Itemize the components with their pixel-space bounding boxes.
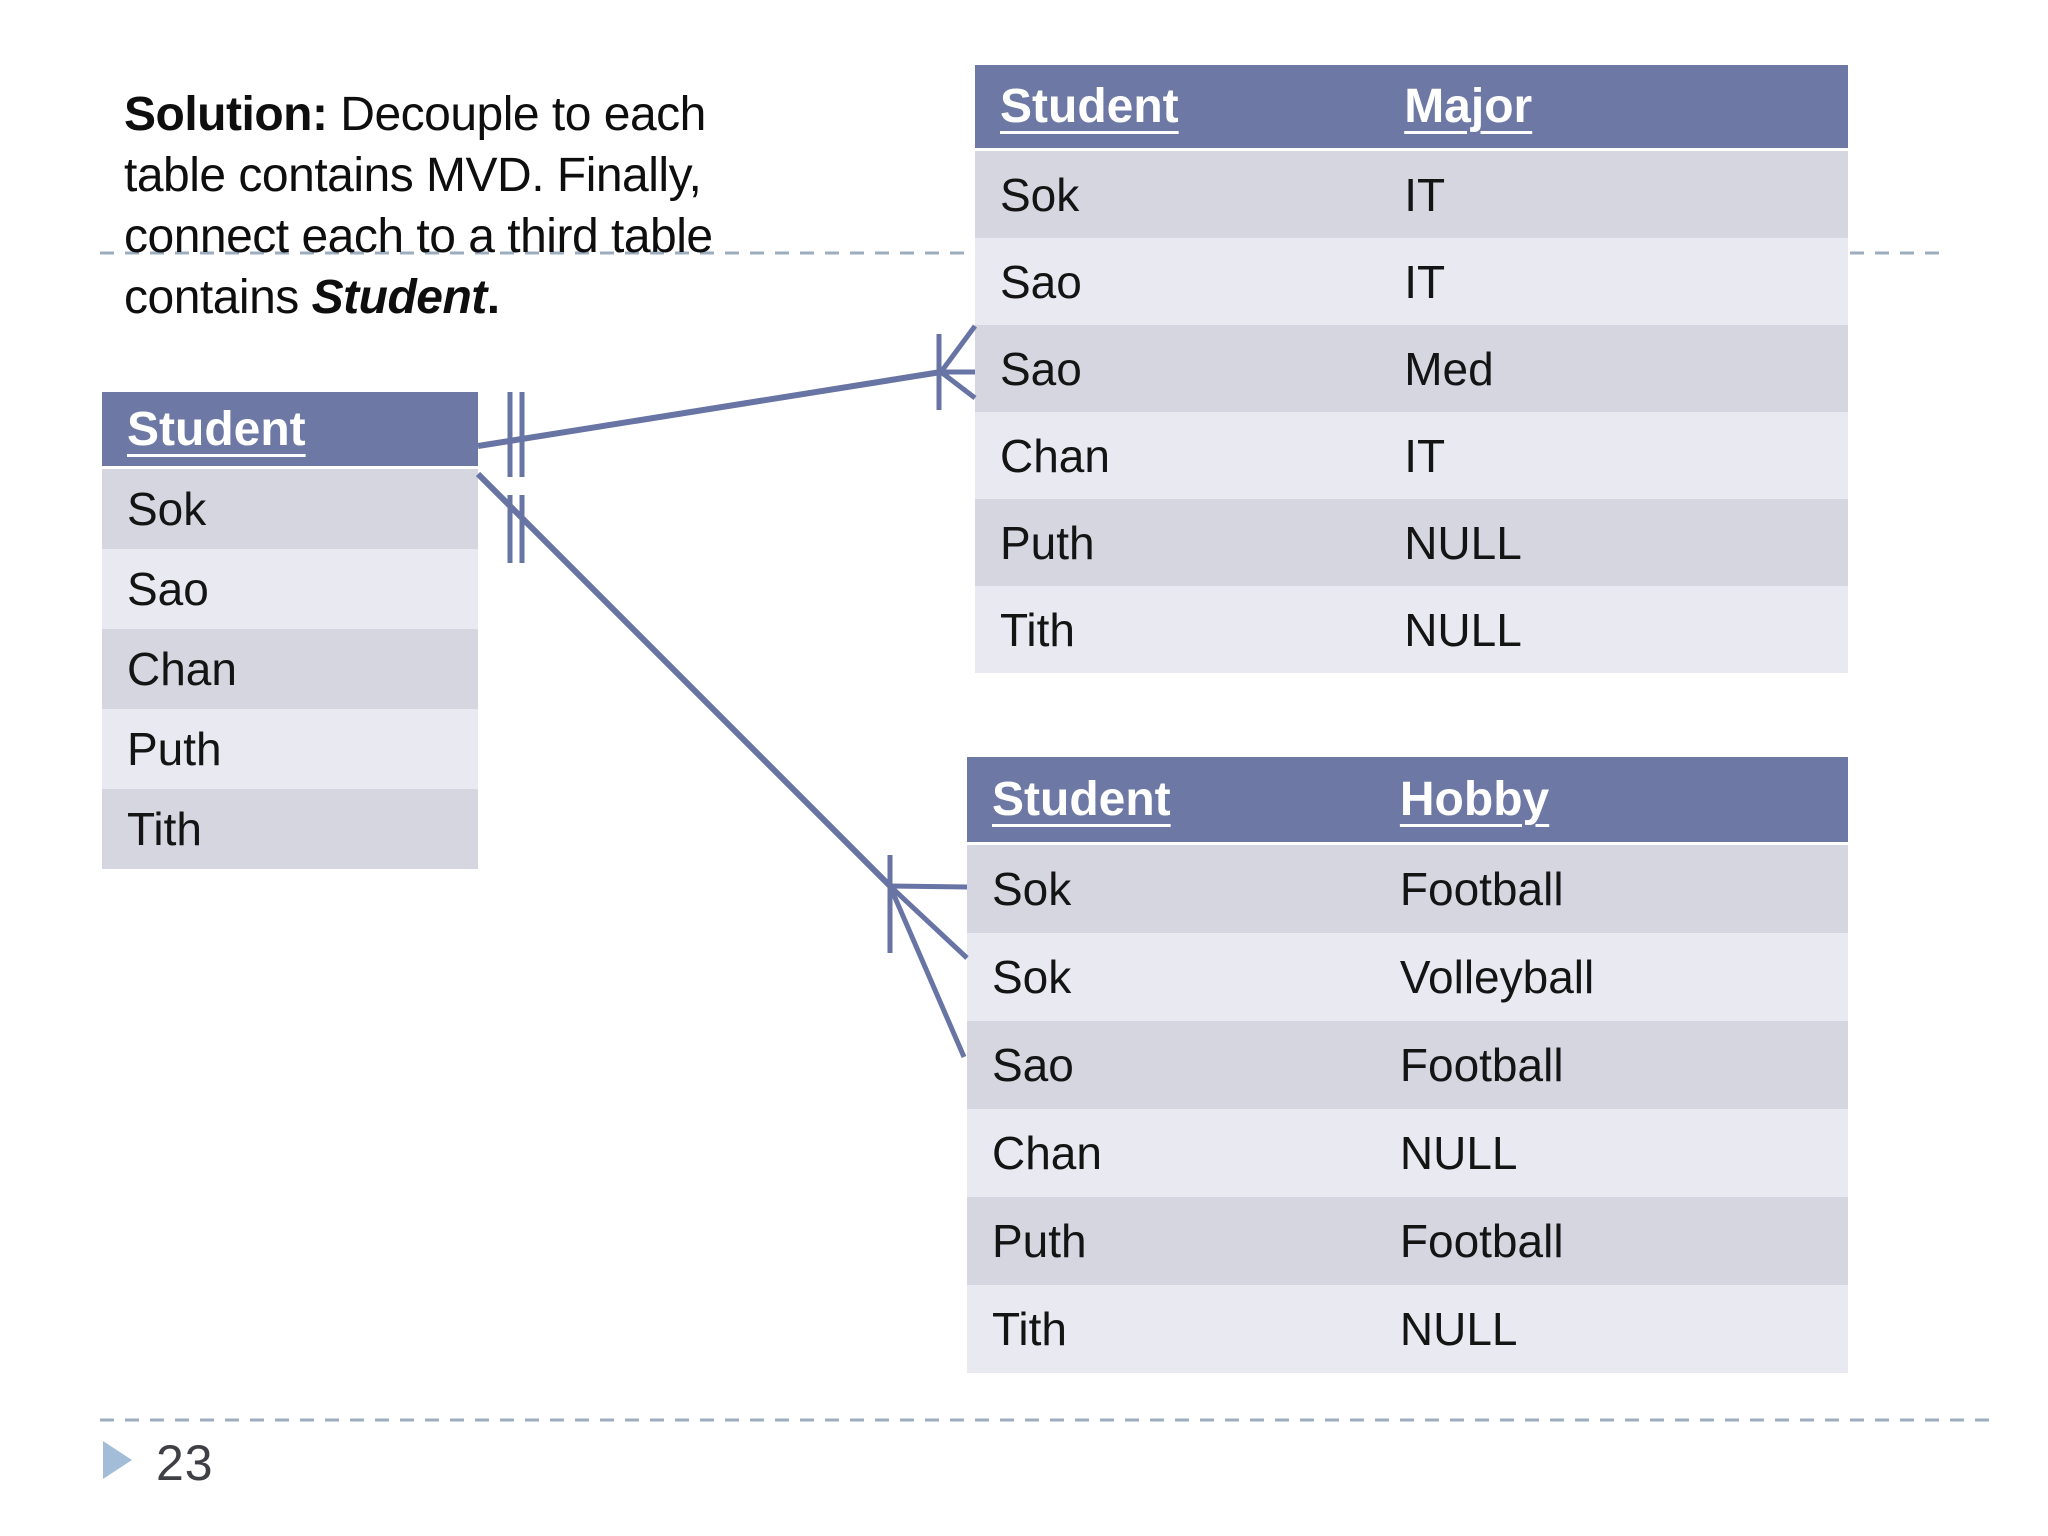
solution-text-line-3: connect each to a third table	[124, 210, 713, 263]
student-table-header-row: Student	[102, 392, 478, 469]
table-row: Tith NULL	[975, 586, 1848, 673]
table-cell: Sao	[992, 1039, 1074, 1091]
table-cell: Sao	[1000, 342, 1082, 395]
column-header: Student	[1000, 80, 1179, 133]
column-header: Major	[1404, 80, 1533, 133]
table-cell: IT	[1404, 429, 1446, 482]
table-row: Sok	[102, 469, 478, 549]
column-header: Student	[127, 402, 306, 456]
double-tick-icon	[507, 392, 525, 477]
table-row: Sao IT	[975, 238, 1848, 325]
table-cell: IT	[1404, 255, 1446, 308]
table-cell: Puth	[127, 723, 222, 775]
table-cell: NULL	[1404, 603, 1522, 656]
table-row: Chan NULL	[967, 1109, 1848, 1197]
table-row: Sao	[102, 549, 478, 629]
table-cell: NULL	[1399, 1303, 1518, 1355]
column-header: Student	[992, 773, 1171, 826]
table-cell: Football	[1399, 1215, 1564, 1267]
connector-student-hobby	[475, 471, 969, 1058]
table-cell: Football	[1399, 863, 1564, 915]
table-cell: IT	[1404, 168, 1446, 221]
table-cell: Sok	[992, 863, 1072, 915]
table-cell: NULL	[1399, 1127, 1518, 1179]
table-row: Puth	[102, 709, 478, 789]
table-row: Chan	[102, 629, 478, 709]
solution-text: Solution: Decouple to each table contain…	[124, 84, 904, 328]
solution-text-line-4: contains Student.	[124, 271, 500, 324]
table-row: Chan IT	[975, 412, 1848, 499]
table-cell: Volleyball	[1399, 951, 1595, 1003]
table-cell: Med	[1404, 342, 1494, 395]
crow-foot-icon	[936, 324, 978, 410]
table-cell: Sok	[127, 483, 207, 535]
student-emphasis: Student	[311, 271, 488, 324]
table-row: Tith NULL	[967, 1285, 1848, 1373]
table-row: Puth Football	[967, 1197, 1848, 1285]
table-row: Sok IT	[975, 151, 1848, 238]
student-major-header-row: Student Major	[975, 65, 1848, 151]
table-cell: Chan	[1000, 429, 1110, 482]
triangle-right-icon	[103, 1441, 132, 1479]
solution-label: Solution:	[124, 88, 328, 141]
table-cell: Sok	[992, 951, 1072, 1003]
table-cell: Puth	[1000, 516, 1095, 569]
double-tick-icon	[507, 495, 525, 563]
table-cell: Tith	[1000, 603, 1075, 656]
solution-text-line-2: table contains MVD. Finally,	[124, 149, 702, 202]
student-hobby-header-row: Student Hobby	[967, 757, 1848, 845]
table-cell: Puth	[992, 1215, 1087, 1267]
connector-line	[477, 369, 942, 449]
crow-foot-icon	[887, 855, 969, 1058]
table-cell: Chan	[127, 643, 237, 695]
column-header: Hobby	[1399, 773, 1550, 826]
solution-text-line-1: Solution: Decouple to each	[124, 88, 706, 141]
table-row: Sao Football	[967, 1021, 1848, 1109]
student-table: Student Sok Sao Chan Puth Tith	[102, 392, 478, 869]
connector-line	[475, 471, 893, 889]
table-row: Sok Football	[967, 845, 1848, 933]
table-row: Tith	[102, 789, 478, 869]
table-row: Sao Med	[975, 325, 1848, 412]
table-row: Sok Volleyball	[967, 933, 1848, 1021]
table-cell: Football	[1399, 1039, 1564, 1091]
page-number: 23	[156, 1435, 214, 1491]
table-cell: NULL	[1404, 516, 1522, 569]
table-cell: Tith	[127, 803, 202, 855]
connector-student-major	[477, 324, 978, 477]
table-cell: Sao	[127, 563, 209, 615]
table-row: Puth NULL	[975, 499, 1848, 586]
table-cell: Tith	[992, 1303, 1067, 1355]
table-cell: Sao	[1000, 255, 1082, 308]
table-cell: Sok	[1000, 168, 1080, 221]
table-cell: Chan	[992, 1127, 1102, 1179]
